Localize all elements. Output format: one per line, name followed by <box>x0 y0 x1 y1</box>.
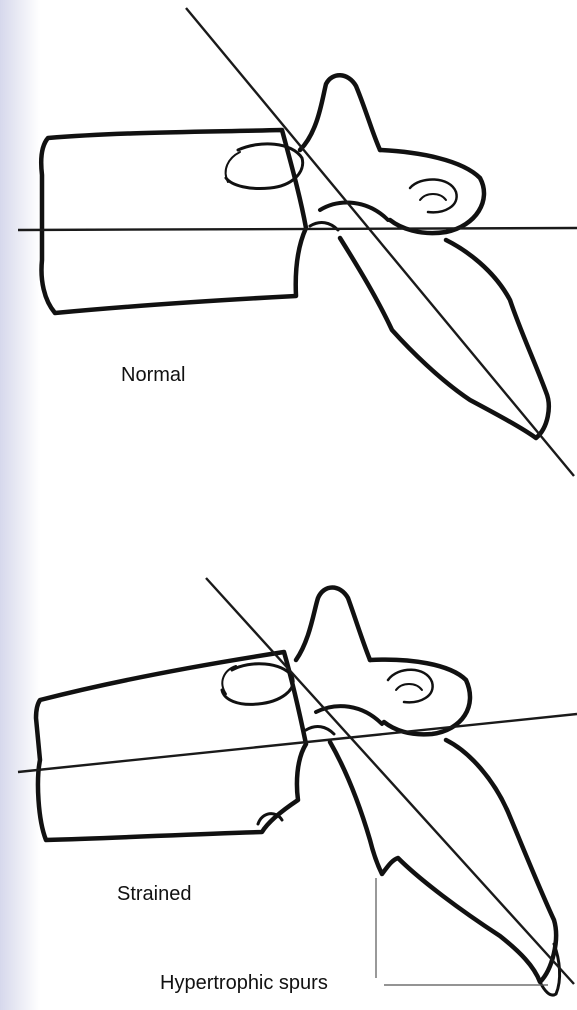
normal-vertebra <box>41 75 549 438</box>
label-strained: Strained <box>117 883 192 906</box>
normal-horizontal-line <box>18 228 577 230</box>
normal-vertebral-body <box>41 130 306 313</box>
normal-pedicle <box>380 150 484 233</box>
strained-oblique-line <box>206 578 574 984</box>
normal-facet-ring-right <box>410 179 457 212</box>
strained-facet-ring-right <box>388 670 433 703</box>
normal-superior-process <box>300 75 380 150</box>
normal-oblique-line <box>186 8 574 476</box>
label-hypertrophic-spurs: Hypertrophic spurs <box>160 972 328 995</box>
strained-facet-ring-left <box>222 664 293 705</box>
strained-spinous-process <box>330 740 556 982</box>
strained-superior-process <box>296 588 370 661</box>
strained-vertebra <box>36 588 560 996</box>
label-normal: Normal <box>121 364 185 387</box>
